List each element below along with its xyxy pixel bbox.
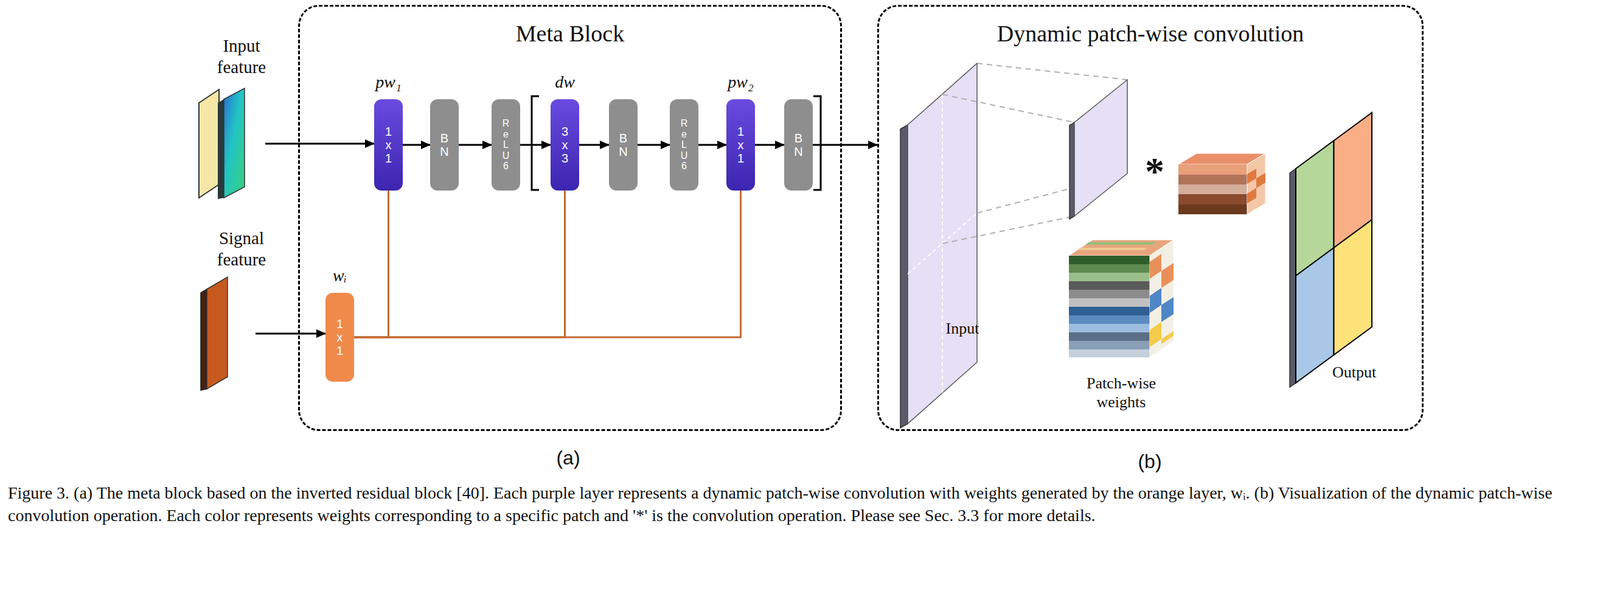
layer-block: pw₂1x1 xyxy=(726,99,755,191)
layer-type: BN xyxy=(439,131,449,159)
layer-block: wᵢ1x1 xyxy=(325,292,355,382)
output-plane xyxy=(1289,112,1372,387)
layer-block: BN xyxy=(784,99,813,191)
flow-arrow xyxy=(812,144,878,147)
layer-type: BN xyxy=(793,131,804,159)
flow-arrow xyxy=(458,144,492,147)
feature-map-illustration xyxy=(197,86,266,201)
operator-symbol: * xyxy=(1144,148,1165,196)
weight-link xyxy=(354,190,741,338)
layer-type: 1x1 xyxy=(736,124,746,165)
bracket xyxy=(813,96,821,190)
layer-block: pw₁1x1 xyxy=(374,99,403,191)
flow-arrow xyxy=(265,142,375,145)
panel-title: Meta Block xyxy=(299,20,841,47)
layer-block: BN xyxy=(430,99,459,191)
layer-block: ReLU6 xyxy=(491,99,521,191)
layer-block: ReLU6 xyxy=(669,99,699,191)
feature-map: Signal feature xyxy=(194,227,289,395)
illustration-label: Output xyxy=(1332,362,1377,382)
layer-block: BN xyxy=(608,99,638,191)
weight-link xyxy=(354,190,389,338)
layer-type: ReLU6 xyxy=(502,118,510,172)
layer-type: BN xyxy=(618,131,628,159)
layer-name: wᵢ xyxy=(332,265,347,286)
feature-label: Input feature xyxy=(201,35,282,78)
layer-type: 1x1 xyxy=(383,124,394,165)
layer-type: 3x3 xyxy=(560,124,570,165)
projection-lines xyxy=(942,63,1128,244)
flow-arrow xyxy=(698,144,727,147)
layer-type: 1x1 xyxy=(335,316,345,358)
feature-map-illustration xyxy=(197,275,256,392)
dashed-panel: Meta Blockpw₁1x1BNReLU6dw3x3BNReLU6pw₂1x… xyxy=(298,4,842,431)
illustration-label: Patch-wise weights xyxy=(1063,373,1180,412)
layer-name: pw₂ xyxy=(727,72,754,92)
flow-arrow xyxy=(255,332,326,335)
weight-link xyxy=(354,190,566,338)
patch-weight-cube xyxy=(1178,153,1266,215)
patch-plane xyxy=(1074,79,1128,216)
layer-name: pw₁ xyxy=(375,72,401,92)
layer-name: dw xyxy=(554,72,575,92)
illustration-label: Input xyxy=(946,318,980,338)
flow-arrow xyxy=(402,144,431,147)
flow-arrow xyxy=(754,144,785,147)
subfigure-label: (b) xyxy=(1137,449,1162,473)
patch-wise-weight-cube xyxy=(1068,239,1174,358)
bracket xyxy=(531,96,540,190)
flow-arrow xyxy=(579,144,609,147)
feature-map: Input feature xyxy=(194,35,289,202)
subfigure-label: (a) xyxy=(556,445,580,470)
feature-label: Signal feature xyxy=(201,227,282,271)
layer-block: dw3x3 xyxy=(550,99,580,191)
layer-type: ReLU6 xyxy=(680,118,689,172)
panel-title: Dynamic patch-wise convolution xyxy=(879,20,1422,47)
flow-arrow xyxy=(520,144,551,147)
figure-caption: Figure 3. (a) The meta block based on th… xyxy=(7,481,1590,527)
plane-side xyxy=(900,124,908,428)
flow-arrow xyxy=(637,144,670,147)
